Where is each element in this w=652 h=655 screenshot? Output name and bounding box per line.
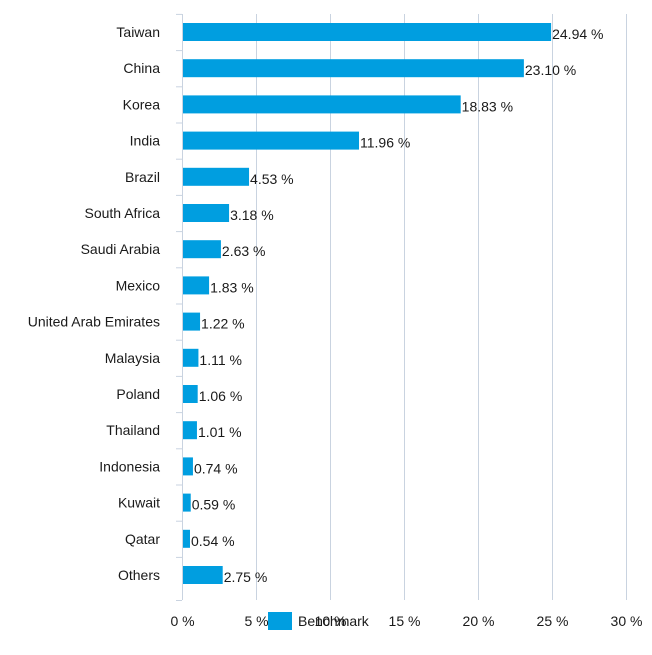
data-label: 1.06 % [199,388,243,404]
category-label: Kuwait [118,495,160,511]
bars [183,23,552,584]
data-labels: 24.94 % 23.10 % 18.83 % 11.96 % 4.53 % 3.18 %… [191,26,603,585]
x-tick-label: 0 % [170,613,194,629]
data-label: 1.11 % [199,352,242,368]
bar-thailand [183,421,197,440]
x-tick-label: 15 % [389,613,421,629]
data-label: 2.63 % [222,243,266,259]
data-label: 3.18 % [230,207,274,223]
data-label: 0.59 % [192,497,236,513]
x-axis-tick-labels: 0 % 5 % 10 % 15 % 20 % 25 % 30 % [170,613,642,629]
bar-qatar [183,529,190,548]
category-label: Malaysia [105,350,160,366]
bar-korea [183,95,461,114]
bar-saudi-arabia [183,240,221,259]
bar-south-africa [183,204,230,222]
data-label: 0.74 % [194,460,238,476]
bar-india [183,131,360,150]
bar-kuwait [183,493,191,512]
category-label: Taiwan [116,24,160,40]
data-label: 11.96 % [360,135,410,151]
legend-swatch [268,612,292,630]
bar-united-arab-emirates [183,312,201,331]
category-label: Saudi Arabia [81,241,161,257]
data-label: 2.75 % [224,569,268,585]
category-label: Brazil [125,169,160,185]
x-tick-label: 5 % [244,613,268,629]
bar-china [183,59,524,78]
x-tick-label: 10 % [315,613,347,629]
bar-mexico [183,276,210,295]
category-label: Mexico [116,277,161,293]
category-label: United Arab Emirates [28,314,160,330]
bar-indonesia [183,457,193,476]
category-label: Thailand [106,422,160,438]
data-label: 24.94 % [552,26,603,42]
category-label: Others [118,567,160,583]
data-label: 1.83 % [210,279,254,295]
category-label: India [130,133,161,149]
data-label: 18.83 % [462,98,513,114]
category-label: Korea [123,96,161,112]
data-label: 4.53 % [250,171,294,187]
category-label: Qatar [125,531,160,547]
legend-label: Benchmark [298,613,370,629]
x-tick-label: 30 % [611,613,643,629]
category-label: Poland [116,386,160,402]
bar-malaysia [183,348,199,367]
category-label: South Africa [85,205,161,221]
category-label: Indonesia [99,458,160,474]
data-label: 0.54 % [191,533,235,549]
data-label: 1.22 % [201,316,245,332]
bar-poland [183,385,198,403]
x-tick-label: 25 % [537,613,569,629]
x-tick-label: 20 % [463,613,495,629]
legend: Benchmark [268,612,370,630]
data-label: 1.01 % [198,424,242,440]
bar-taiwan [183,23,552,41]
bar-others [183,566,223,584]
data-label: 23.10 % [525,62,576,78]
bar-brazil [183,167,250,186]
category-label: China [123,60,160,76]
